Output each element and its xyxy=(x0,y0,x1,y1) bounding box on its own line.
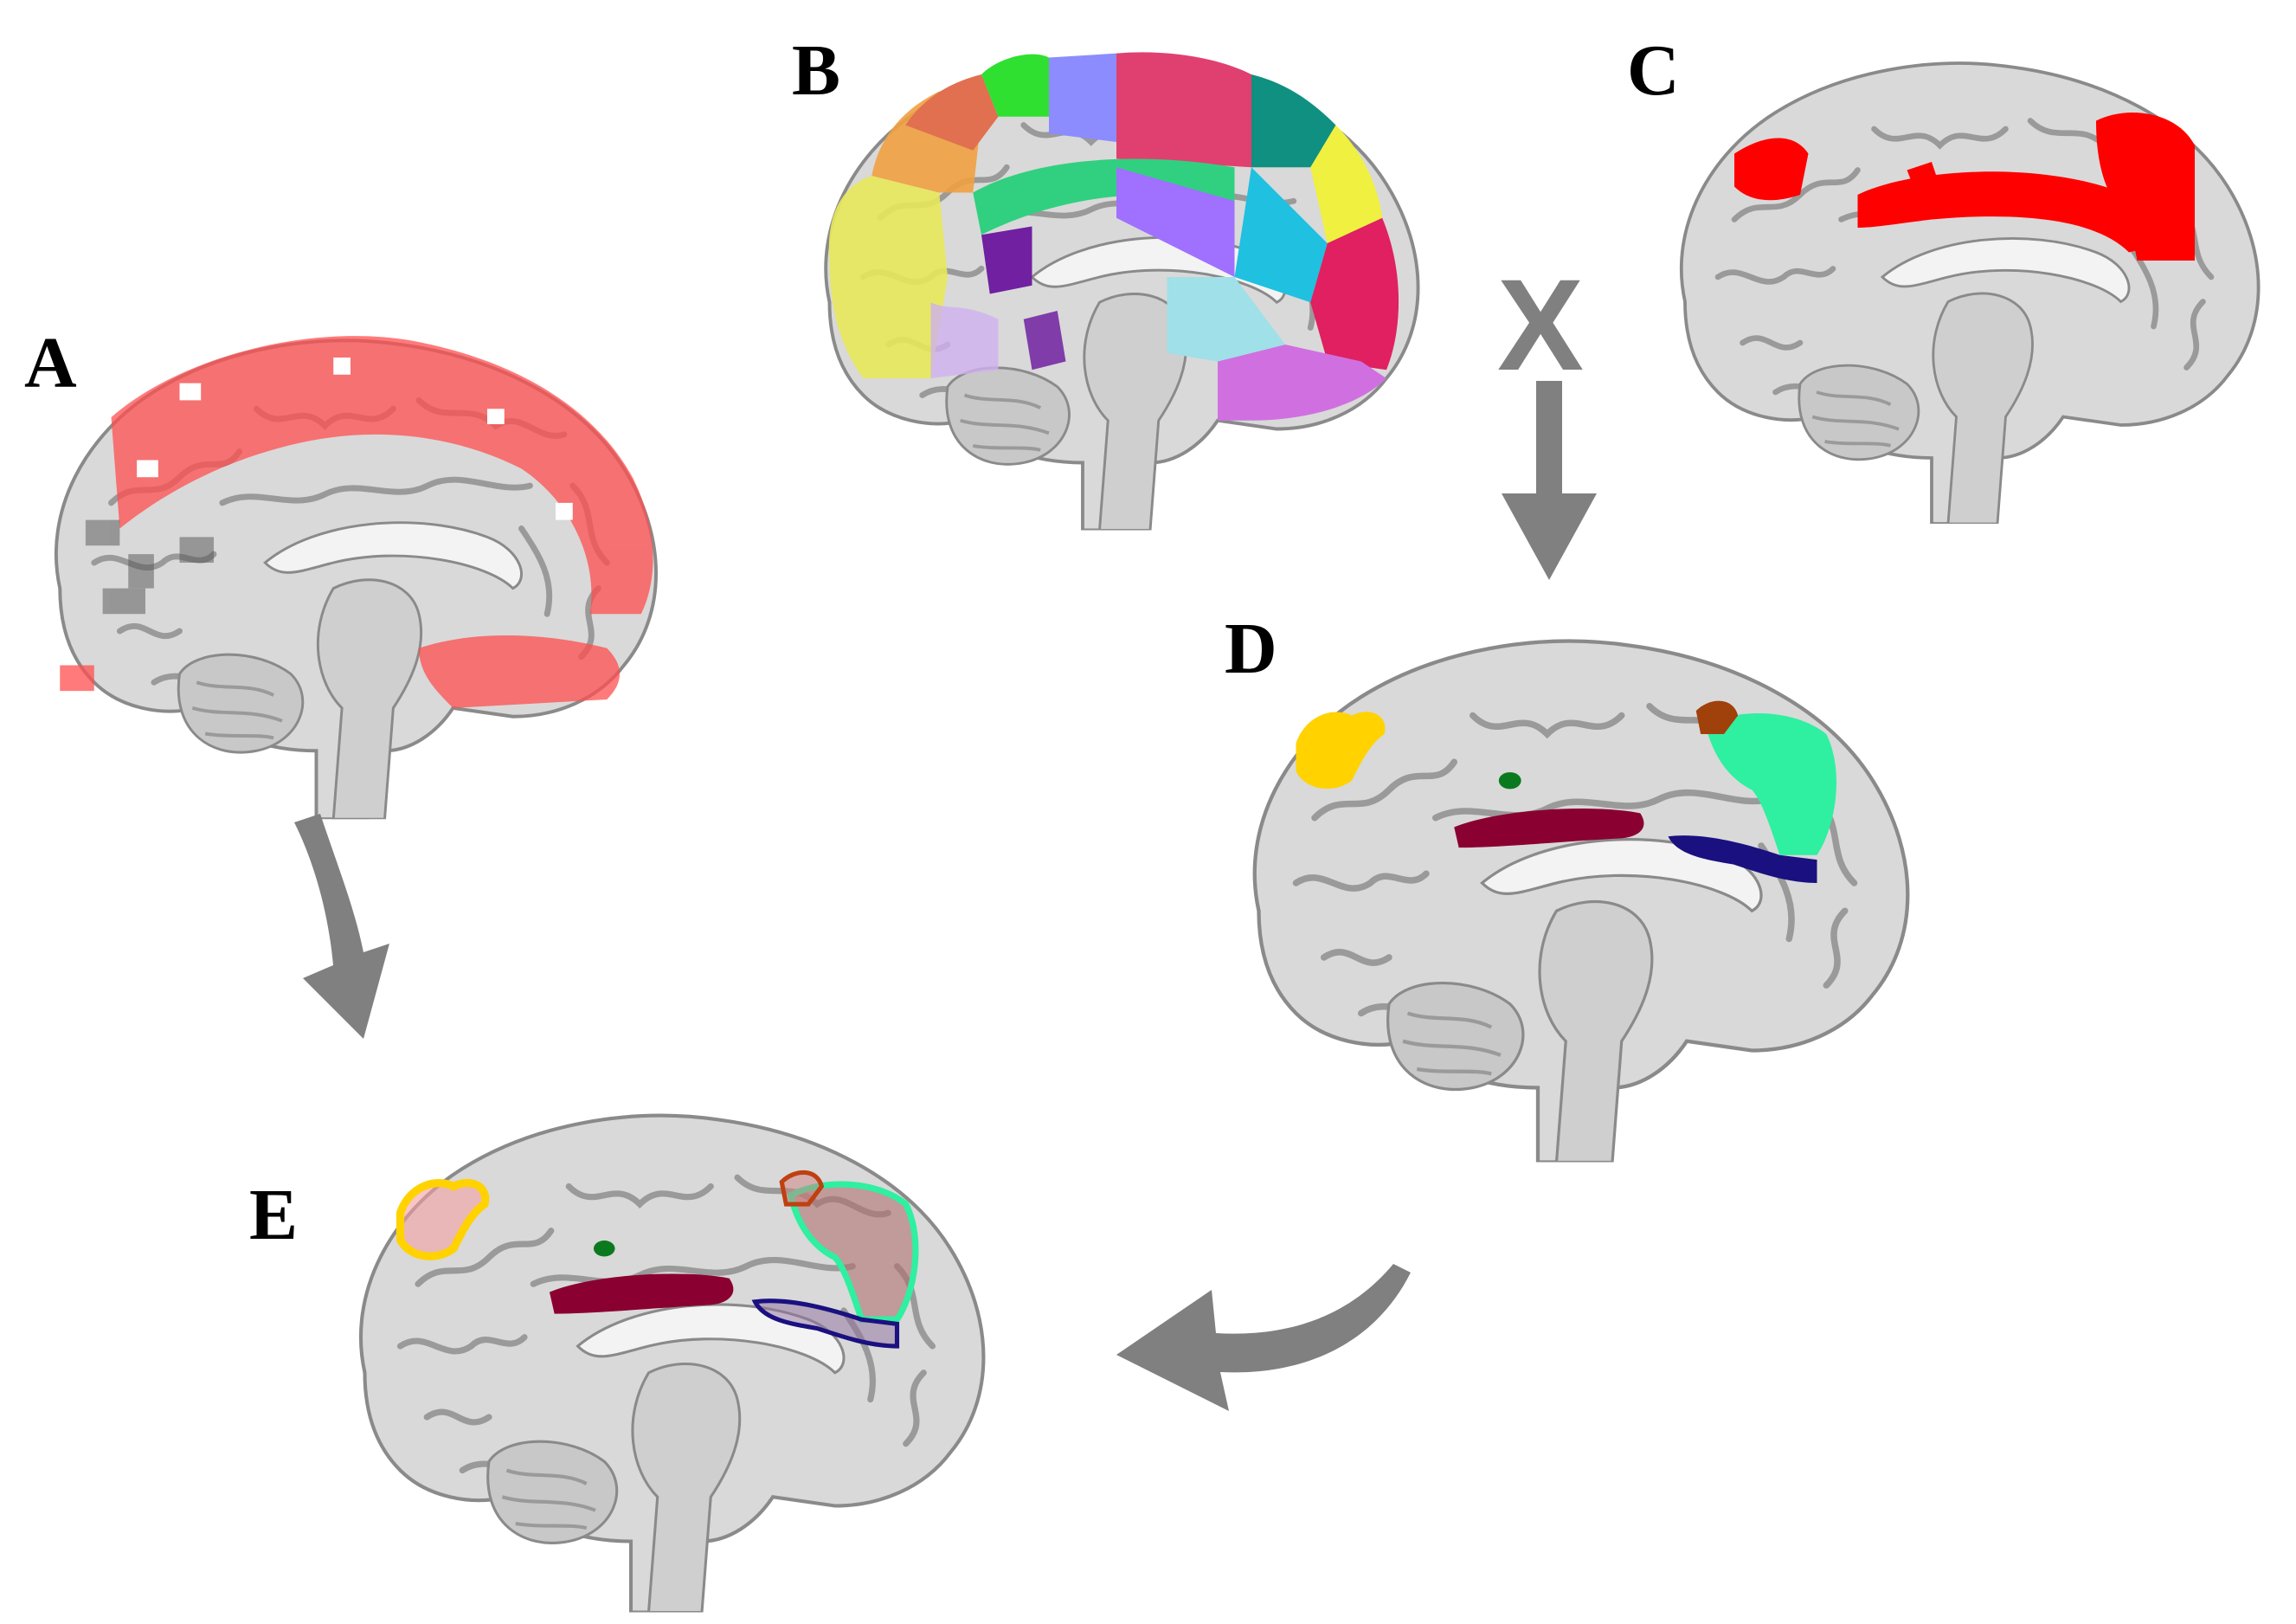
roi-outline-yellow xyxy=(396,1178,490,1260)
panel-e xyxy=(312,1073,1021,1619)
roi-outline-brown xyxy=(779,1170,825,1207)
roi-outline-navy xyxy=(751,1299,900,1349)
panel-label-b: B xyxy=(792,30,841,111)
brain-image-d xyxy=(1203,589,1947,1177)
roi-maroon xyxy=(1454,809,1644,848)
panel-label-e: E xyxy=(249,1175,299,1255)
roi-outline-maroon xyxy=(549,1273,734,1314)
arrow-down-to-d xyxy=(1502,381,1597,580)
brain-image-a xyxy=(9,336,692,822)
arrow-d-to-e xyxy=(1116,1264,1411,1411)
panel-d xyxy=(1203,589,1947,1177)
panel-c xyxy=(1636,17,2293,537)
roi-darkgreen xyxy=(1498,772,1521,789)
arrow-a-to-e xyxy=(286,814,407,1039)
panel-b xyxy=(779,17,1454,537)
roi-yellow xyxy=(1296,712,1386,789)
roi-green xyxy=(1705,712,1836,855)
roi-brown xyxy=(1695,700,1739,734)
mask-region xyxy=(1734,113,2195,261)
brain-image-c xyxy=(1636,17,2293,537)
roi-outline-darkgreen xyxy=(593,1241,615,1257)
panel-a xyxy=(9,303,692,822)
atlas-parcellation xyxy=(828,52,1399,421)
panel-label-c: C xyxy=(1627,30,1680,111)
multiply-operator: X xyxy=(1497,252,1585,397)
roi-outline-green xyxy=(787,1181,919,1323)
brain-image-b xyxy=(779,52,1454,537)
roi-navy xyxy=(1668,835,1817,883)
brain-image-e xyxy=(312,1073,1021,1619)
panel-label-d: D xyxy=(1225,609,1277,689)
panel-label-a: A xyxy=(24,323,77,403)
